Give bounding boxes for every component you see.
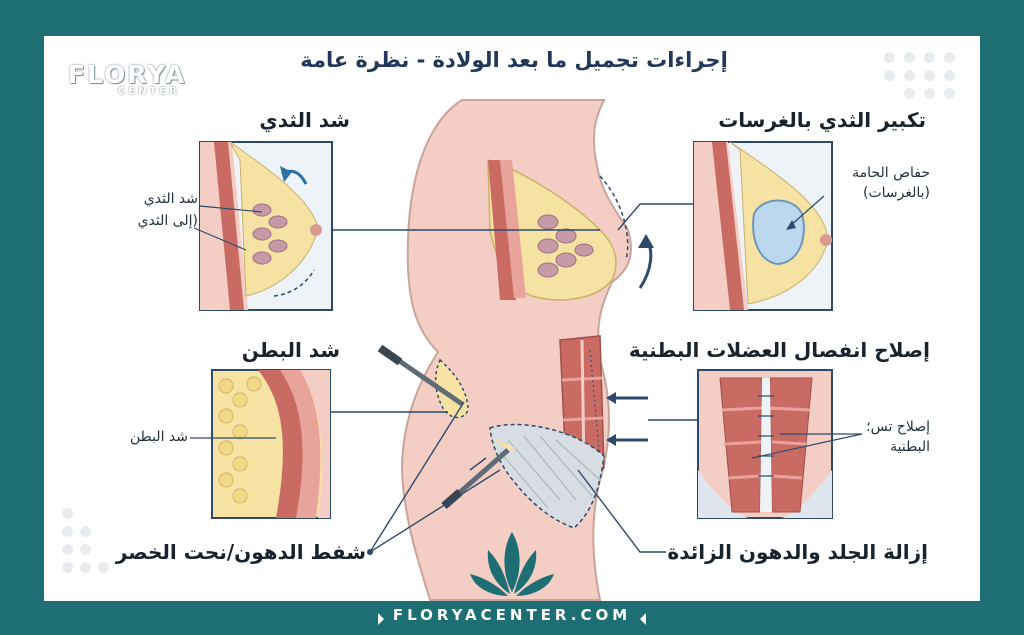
panel-diastasis-repair bbox=[697, 369, 833, 519]
lotus-logo bbox=[470, 532, 554, 596]
heading-skin-removal: إزالة الجلد والدهون الزائدة bbox=[667, 540, 928, 564]
footer-website: FLORYACENTER.COM bbox=[392, 606, 632, 624]
brand-logo: FLORYA bbox=[68, 60, 187, 89]
footer-chevron-right bbox=[640, 613, 646, 625]
panel-breast-augmentation bbox=[693, 141, 833, 311]
label-breast-lift-2: (إلى الثدي bbox=[137, 213, 198, 229]
footer-chevron-left bbox=[378, 613, 384, 625]
heading-breast-lift: شد الثدي bbox=[259, 108, 350, 132]
body-silhouette bbox=[377, 99, 654, 601]
heading-liposuction: شفط الدهون/نحت الخصر bbox=[115, 540, 366, 564]
brand-logo-subtitle: CENTER bbox=[118, 86, 180, 97]
page-title: إجراءات تجميل ما بعد الولادة - نظرة عامة bbox=[300, 48, 728, 72]
label-implant-1: حفاص الحامة bbox=[852, 165, 930, 181]
heading-tummy-tuck: شد البطن bbox=[241, 338, 340, 362]
panel-tummy-tuck bbox=[211, 369, 331, 519]
label-diastasis-1: إصلاح تس؛ bbox=[866, 419, 930, 435]
panel-breast-lift bbox=[199, 141, 333, 311]
heading-diastasis-repair: إصلاح انفصال العضلات البطنية bbox=[628, 338, 930, 362]
heading-breast-augmentation: تكبير الثدي بالغرسات bbox=[718, 108, 926, 132]
label-breast-lift-1: شد الثدي bbox=[143, 191, 198, 207]
label-tummy-tuck: شد البطن bbox=[129, 429, 188, 445]
label-diastasis-2: البطنية bbox=[890, 439, 930, 455]
label-implant-2: (بالغرسات) bbox=[862, 185, 930, 201]
